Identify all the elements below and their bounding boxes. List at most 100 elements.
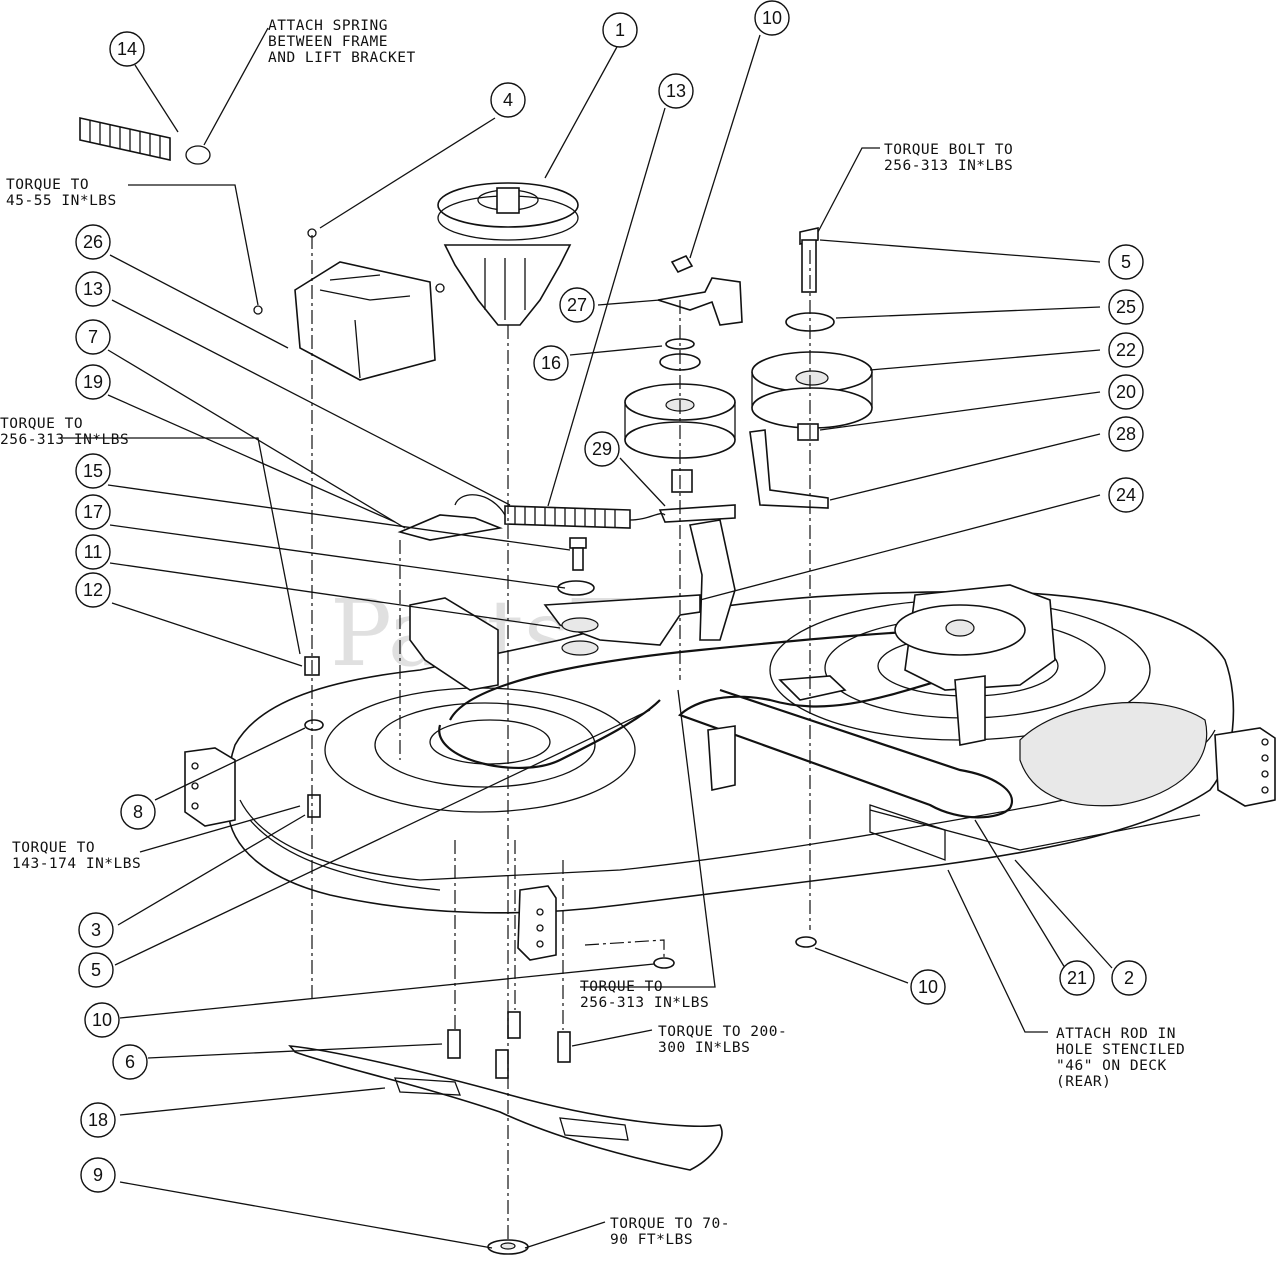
callout-18: 18 — [80, 1102, 116, 1138]
callout-circle — [109, 31, 145, 67]
callout-5: 5 — [78, 952, 114, 988]
callout-circle — [754, 0, 790, 36]
note-torque-70-90: TORQUE TO 70- 90 FT*LBS — [610, 1216, 730, 1248]
deck-bolts — [447, 936, 817, 1079]
assembly-axes — [311, 235, 811, 1240]
callout-circle — [1108, 477, 1144, 513]
blade-18 — [288, 1045, 723, 1171]
spindle-assembly-1 — [437, 182, 579, 326]
callout-number: 11 — [84, 542, 103, 562]
callout-circle — [1108, 289, 1144, 325]
callout-circle — [1108, 332, 1144, 368]
callout-26: 26 — [75, 224, 111, 260]
callout-13: 13 — [658, 73, 694, 109]
callout-circle — [584, 431, 620, 467]
callout-number: 8 — [133, 802, 143, 822]
callout-8: 8 — [120, 794, 156, 830]
callout-circle — [1108, 244, 1144, 280]
callout-circle — [80, 1157, 116, 1193]
callout-19: 19 — [75, 364, 111, 400]
idler-rod-7 — [397, 514, 503, 541]
callout-circle — [78, 912, 114, 948]
callout-circle — [1111, 960, 1147, 996]
callout-number: 6 — [125, 1052, 135, 1072]
nut-8 — [304, 719, 324, 731]
callout-2: 2 — [1111, 960, 1147, 996]
callout-3: 3 — [78, 912, 114, 948]
callout-circle — [559, 287, 595, 323]
callout-circle — [75, 319, 111, 355]
spring-14 — [79, 117, 211, 165]
note-torque-256-313-left: TORQUE TO 256-313 IN*LBS — [0, 416, 130, 448]
idler-pulley-left — [624, 383, 736, 523]
idler-spring-13 — [454, 494, 666, 529]
note-torque-45-55: TORQUE TO 45-55 IN*LBS — [6, 177, 117, 209]
note-torque-bolt: TORQUE BOLT TO 256-313 IN*LBS — [884, 142, 1014, 174]
note-attach-spring: ATTACH SPRING BETWEEN FRAME AND LIFT BRA… — [268, 18, 416, 66]
callout-number: 9 — [93, 1165, 103, 1185]
callout-10: 10 — [910, 969, 946, 1005]
callout-number: 14 — [117, 39, 137, 59]
callout-number: 15 — [83, 461, 103, 481]
callout-number: 26 — [83, 232, 103, 252]
callout-21: 21 — [1059, 960, 1095, 996]
callout-circle — [84, 1002, 120, 1038]
callout-12: 12 — [75, 572, 111, 608]
callout-number: 3 — [91, 920, 101, 940]
washer-15 — [557, 580, 595, 596]
blade-nut-9 — [487, 1239, 529, 1255]
callout-29: 29 — [584, 431, 620, 467]
callout-28: 28 — [1108, 416, 1144, 452]
callout-circle — [490, 82, 526, 118]
callout-number: 1 — [615, 20, 625, 40]
callout-circle — [658, 73, 694, 109]
callout-number: 12 — [83, 580, 103, 600]
callout-number: 10 — [918, 977, 938, 997]
callout-number: 5 — [91, 960, 101, 980]
callout-circle — [78, 952, 114, 988]
note-torque-143-174: TORQUE TO 143-174 IN*LBS — [12, 840, 142, 872]
callout-circle — [1108, 374, 1144, 410]
callout-number: 16 — [541, 353, 561, 373]
callout-circle — [75, 534, 111, 570]
callout-1: 1 — [602, 12, 638, 48]
bolt-3 — [307, 794, 321, 818]
callout-number: 19 — [83, 372, 103, 392]
spindle-cover-26 — [253, 228, 445, 381]
callout-27: 27 — [559, 287, 595, 323]
callout-number: 4 — [503, 90, 513, 110]
callout-circle — [75, 224, 111, 260]
bolt-19 — [569, 537, 587, 571]
callout-6: 6 — [112, 1044, 148, 1080]
callout-number: 18 — [88, 1110, 108, 1130]
callout-number: 5 — [1121, 252, 1131, 272]
callout-circle — [533, 345, 569, 381]
callout-number: 29 — [592, 439, 612, 459]
callout-number: 22 — [1116, 340, 1136, 360]
callout-number: 25 — [1116, 297, 1136, 317]
callout-number: 13 — [83, 279, 103, 299]
callout-number: 21 — [1067, 968, 1087, 988]
callout-15: 15 — [75, 453, 111, 489]
callout-17: 17 — [75, 494, 111, 530]
callout-number: 28 — [1116, 424, 1136, 444]
callout-number: 2 — [1124, 968, 1134, 988]
callout-circle — [75, 572, 111, 608]
callout-7: 7 — [75, 319, 111, 355]
callout-10: 10 — [84, 1002, 120, 1038]
callout-number: 27 — [567, 295, 587, 315]
callout-4: 4 — [490, 82, 526, 118]
callout-16: 16 — [533, 345, 569, 381]
callout-circle — [75, 364, 111, 400]
callout-13: 13 — [75, 271, 111, 307]
callout-number: 17 — [83, 502, 103, 522]
callout-number: 10 — [92, 1010, 112, 1030]
callout-22: 22 — [1108, 332, 1144, 368]
callout-circle — [1059, 960, 1095, 996]
callout-circle — [1108, 416, 1144, 452]
callout-circle — [910, 969, 946, 1005]
callout-24: 24 — [1108, 477, 1144, 513]
callout-circle — [112, 1044, 148, 1080]
